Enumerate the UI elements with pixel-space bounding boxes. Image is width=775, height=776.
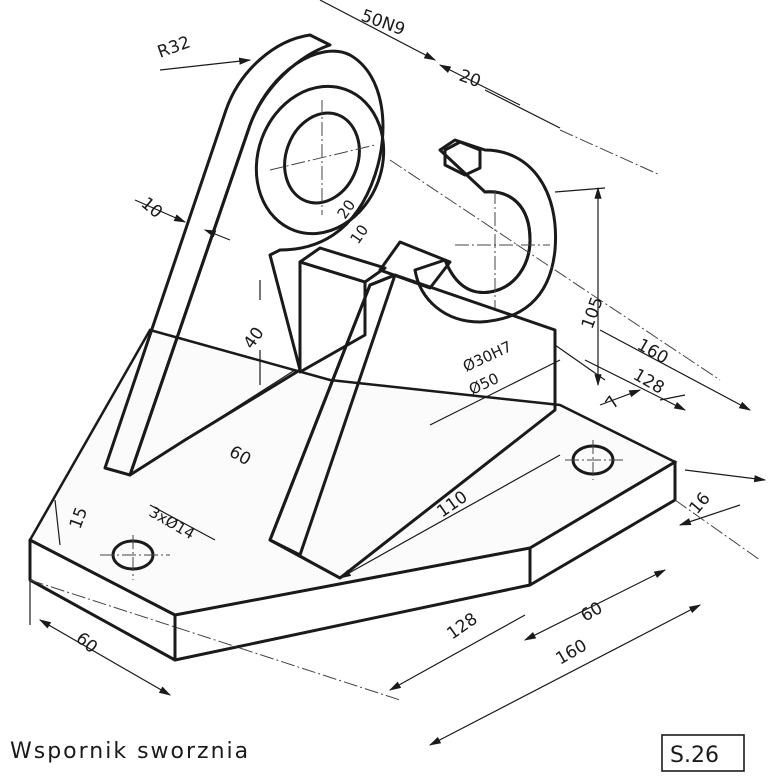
dim-128-bottom: 128 bbox=[443, 609, 481, 644]
right-clamp-slot bbox=[443, 140, 482, 177]
right-clamp-bore bbox=[443, 190, 532, 295]
back-block bbox=[298, 240, 452, 374]
dim-60-bottom: 60 bbox=[578, 598, 607, 626]
dim-20-key: 20 bbox=[334, 196, 360, 222]
base-plate-top-face bbox=[28, 328, 678, 617]
dim-10-side: 10 bbox=[137, 194, 166, 223]
back-block-top-face bbox=[298, 246, 387, 284]
dim-20-top: 20 bbox=[456, 66, 483, 92]
dimension-lines bbox=[29, 0, 767, 746]
drawing-title: Wspornik sworznia bbox=[10, 739, 250, 764]
dim-105: 105 bbox=[578, 294, 608, 331]
sheet-number: S.26 bbox=[670, 743, 719, 768]
left-lug-boss bbox=[254, 84, 386, 236]
dim-slot-50n9: 50N9 bbox=[358, 6, 407, 40]
left-lug-front-face bbox=[128, 49, 385, 477]
front-rib-edge bbox=[268, 273, 397, 557]
right-clamp-body bbox=[413, 138, 558, 324]
dim-10-key: 10 bbox=[347, 221, 373, 247]
dim-40: 40 bbox=[240, 324, 269, 353]
dim-bore-30h7: Ø30H7 bbox=[460, 337, 514, 375]
dim-128-right: 128 bbox=[630, 365, 668, 399]
right-clamp bbox=[413, 138, 558, 324]
left-lug-bore bbox=[283, 111, 361, 205]
dim-r32: R32 bbox=[155, 32, 193, 62]
dim-160-right: 160 bbox=[634, 335, 672, 369]
left-lug bbox=[103, 33, 386, 477]
sheet-number-box bbox=[661, 734, 745, 772]
dim-7: 7 bbox=[602, 393, 625, 413]
dim-16: 16 bbox=[686, 489, 715, 518]
